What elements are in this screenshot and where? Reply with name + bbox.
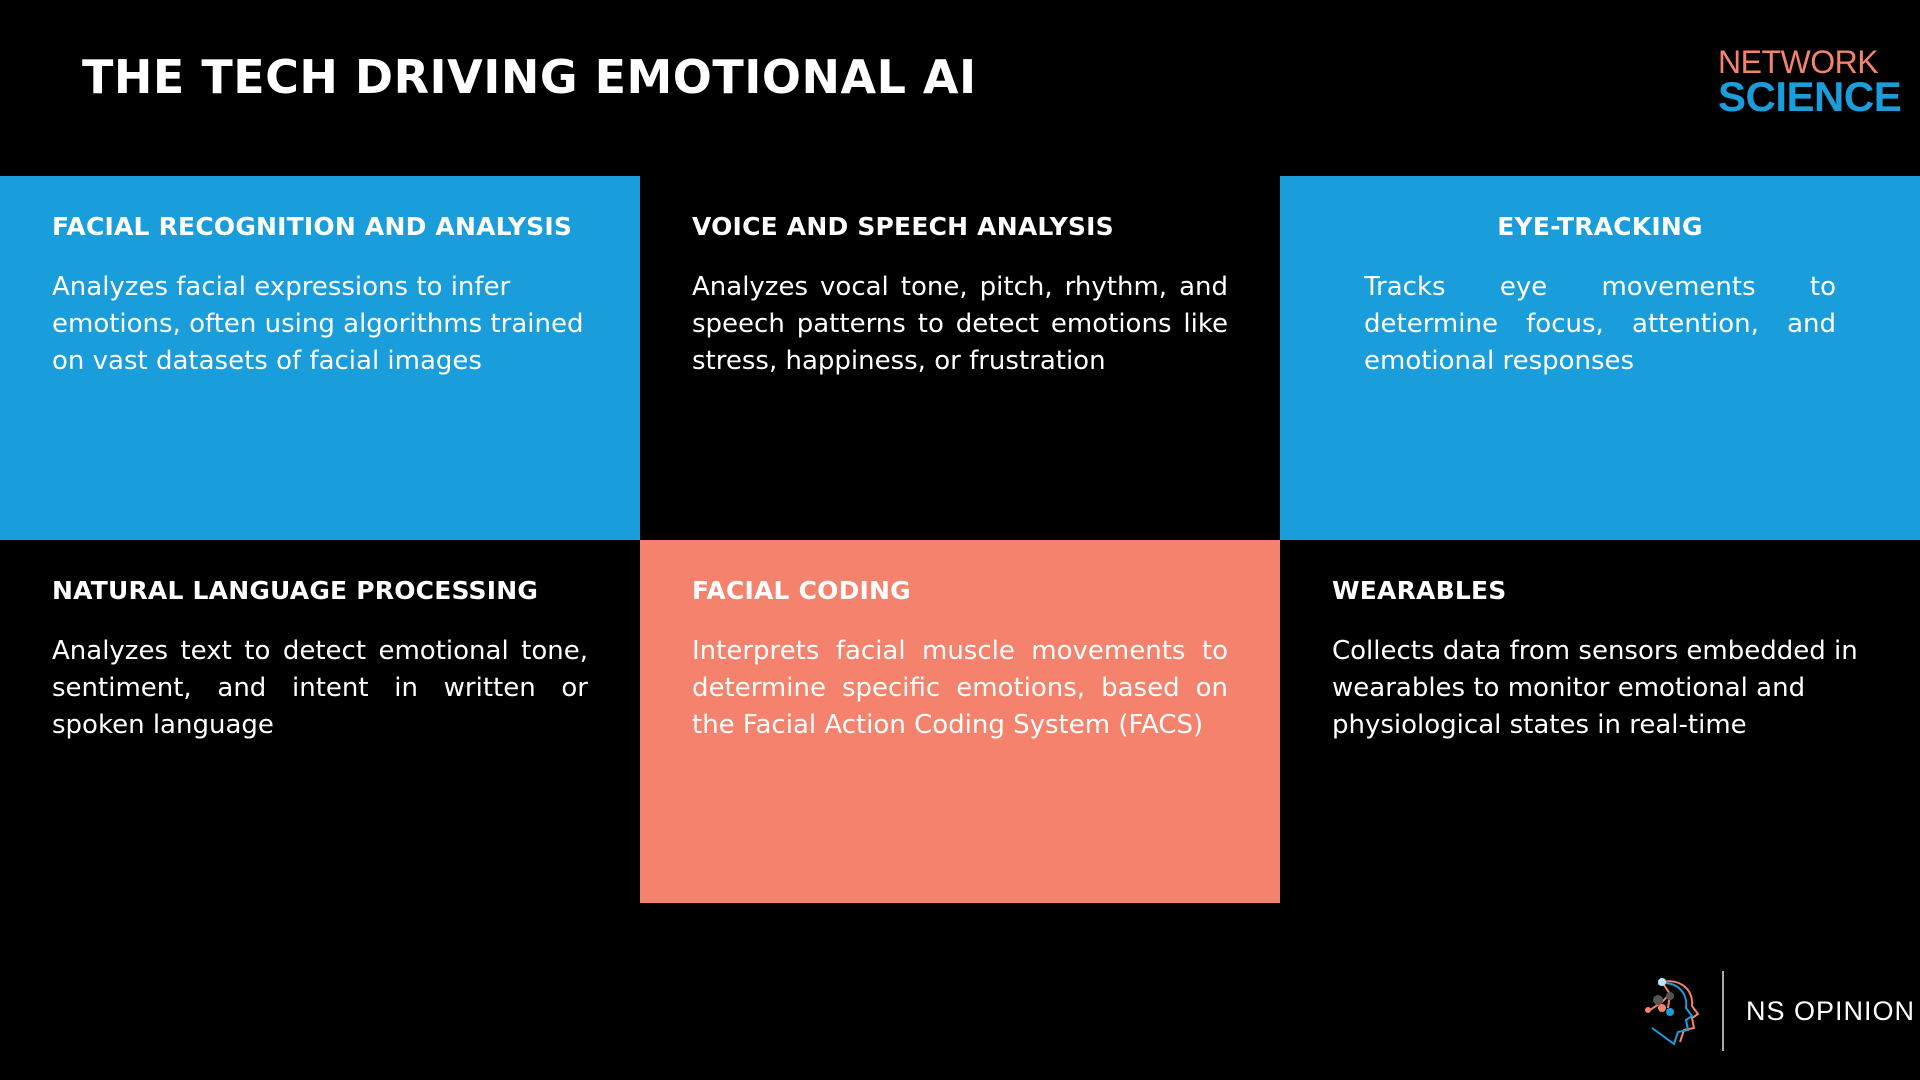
card-voice-speech: VOICE AND SPEECH ANALYSIS Analyzes vocal…	[640, 176, 1280, 540]
card-heading: FACIAL CODING	[692, 576, 911, 605]
card-facial-recognition: FACIAL RECOGNITION AND ANALYSIS Analyzes…	[0, 176, 640, 540]
card-heading: NATURAL LANGUAGE PROCESSING	[52, 576, 539, 605]
card-body: Analyzes vocal tone, pitch, rhythm, and …	[692, 272, 1228, 376]
card-heading: FACIAL RECOGNITION AND ANALYSIS	[52, 212, 573, 241]
card-facial-coding: FACIAL CODING Interprets facial muscle m…	[640, 540, 1280, 903]
card-wearables: WEARABLES Collects data from sensors emb…	[1280, 540, 1920, 903]
card-eye-tracking: EYE-TRACKING Tracks eye movements to det…	[1280, 176, 1920, 540]
footer-divider	[1722, 971, 1724, 1051]
network-science-logo: NETWORK SCIENCE	[1718, 44, 1902, 120]
card-nlp: NATURAL LANGUAGE PROCESSING Analyzes tex…	[0, 540, 640, 903]
card-body: Interprets facial muscle movements to de…	[692, 636, 1228, 740]
logo-line-1: NETWORK	[1718, 44, 1879, 80]
card-heading: VOICE AND SPEECH ANALYSIS	[692, 212, 1114, 241]
card-body: Collects data from sensors embedded in w…	[1332, 636, 1858, 740]
card-heading: EYE-TRACKING	[1497, 212, 1703, 241]
tech-grid: FACIAL RECOGNITION AND ANALYSIS Analyzes…	[0, 176, 1920, 903]
footer-brand: NS OPINION	[1640, 970, 1915, 1052]
head-network-icon	[1640, 972, 1702, 1050]
card-body: Analyzes text to detect emotional tone, …	[52, 636, 588, 740]
page-title: THE TECH DRIVING EMOTIONAL AI	[82, 50, 977, 104]
logo-line-2: SCIENCE	[1718, 73, 1902, 120]
card-body: Analyzes facial expressions to infer emo…	[52, 272, 584, 376]
card-body: Tracks eye movements to determine focus,…	[1364, 272, 1836, 376]
card-heading: WEARABLES	[1332, 576, 1507, 605]
footer-label: NS OPINION	[1746, 995, 1916, 1026]
